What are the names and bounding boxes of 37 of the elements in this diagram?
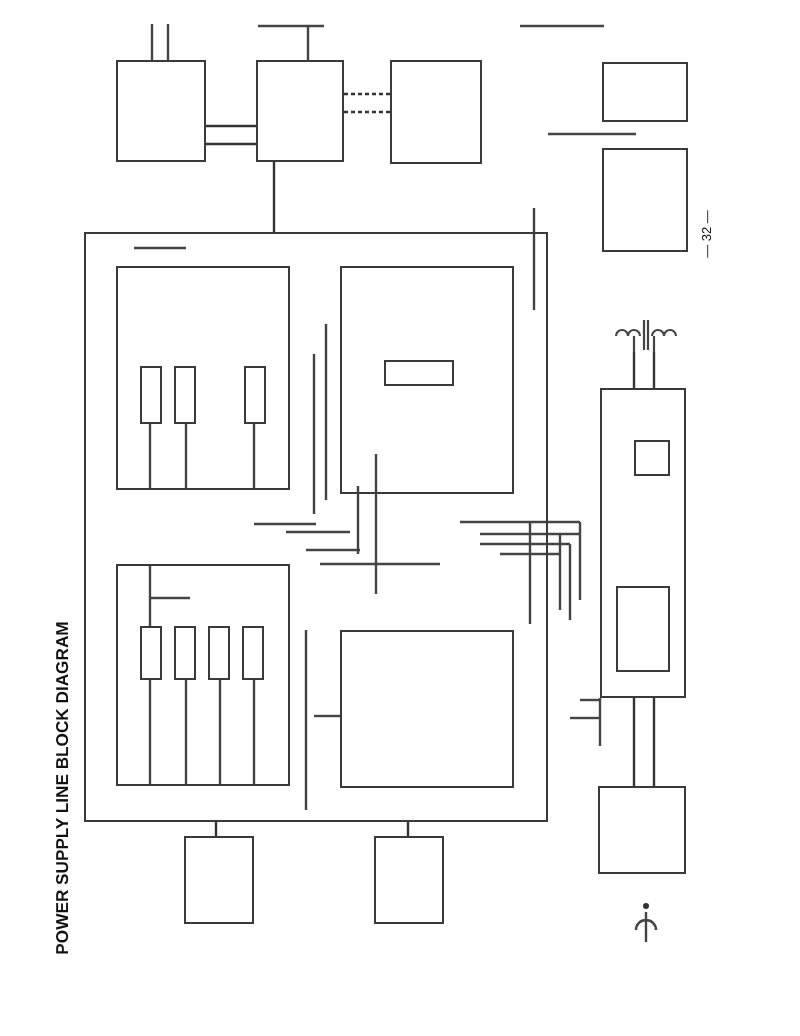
connector-block <box>256 60 344 162</box>
connector-block <box>390 60 482 164</box>
wire <box>632 698 636 786</box>
wire <box>652 352 656 388</box>
wire <box>272 162 276 232</box>
board-block <box>602 62 688 122</box>
ic-block <box>243 365 266 424</box>
board-outline <box>84 232 548 822</box>
board-block <box>602 148 688 252</box>
ic-block <box>173 365 196 424</box>
ic-block <box>383 359 454 386</box>
circuit-block <box>116 60 206 162</box>
ic-block <box>139 625 162 680</box>
wire <box>652 698 656 786</box>
wire <box>214 822 218 836</box>
ic-block <box>241 625 264 680</box>
wire <box>344 92 390 96</box>
wire <box>632 352 636 388</box>
ic-block <box>139 365 162 424</box>
ic-block <box>207 625 230 680</box>
diagram-title: POWER SUPPLY LINE BLOCK DIAGRAM <box>52 621 72 955</box>
wire <box>206 142 256 146</box>
regulator-block <box>115 265 290 490</box>
transformer-symbol <box>612 318 680 352</box>
circuit-block <box>184 836 254 924</box>
circuit-block <box>339 265 514 494</box>
wire <box>344 110 390 114</box>
circuit-block <box>600 388 686 698</box>
ic-block <box>173 625 196 680</box>
regulator-block <box>115 563 290 786</box>
circuit-block <box>598 786 686 874</box>
wire <box>206 124 256 128</box>
circuit-block <box>339 629 514 788</box>
ic-block <box>615 585 670 672</box>
wire <box>406 822 410 836</box>
circuit-block <box>374 836 444 924</box>
ic-block <box>633 439 670 476</box>
